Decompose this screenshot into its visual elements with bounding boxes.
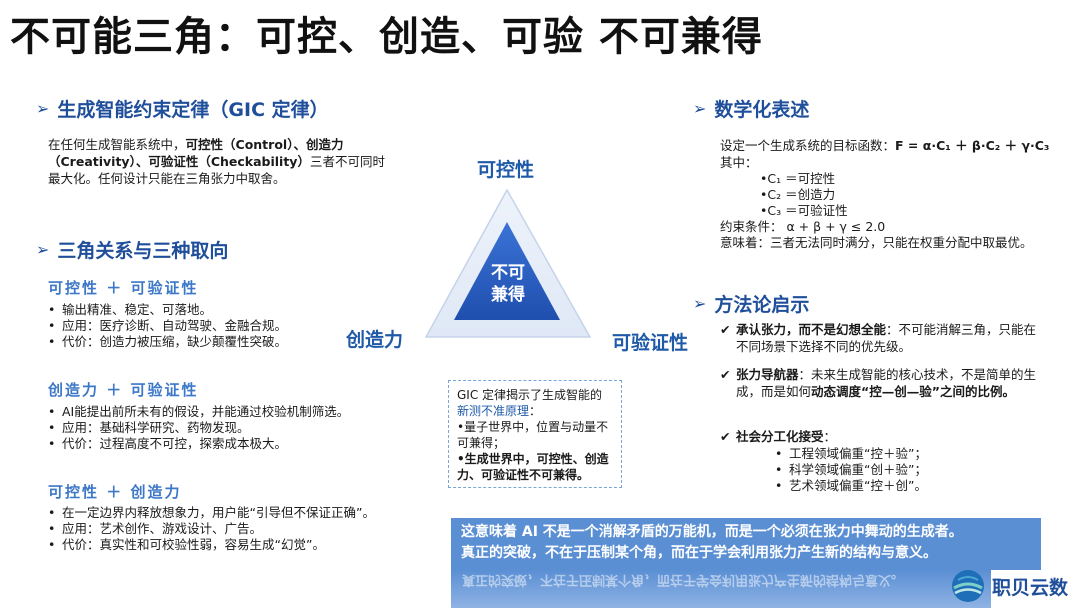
list-item: 应用：基础科学研究、药物发现。 [48,420,393,436]
triangle-inner [454,222,560,320]
method-3-list: 工程领域偏重“控＋验”； 科学领域偏重“创＋验”； 艺术领域偏重“控＋创”。 [775,446,995,494]
banner-line2: 真正的突破，不在于压制某个角，而在于学会利用张力产生新的结构与意义。 [461,545,937,561]
method-3-bold: 社会分工化接受 [736,429,824,444]
method-2-rest: ：未来生成智能的核心技术，不是简单的生成，而是如何 [736,367,1037,399]
triangle-label-left: 创造力 [346,329,404,351]
method-1-bold: 承认张力，而不是幻想全能 [736,322,887,337]
group-title-create-check: 创造力 ＋ 可验证性 [48,381,199,399]
math-def-c2: •C₂ ＝创造力 [760,187,836,202]
method-point-1: ✔ 承认张力，而不是幻想全能：不可能消解三角，只能在不同场景下选择不同的优先级。 [720,321,1040,355]
brand-logo: 职贝云数 [950,568,1068,604]
math-constraint: 约束条件： α + β + γ ≤ 2.0 [720,219,886,234]
list-item: 艺术领域偏重“控＋创”。 [775,478,995,494]
list-item: 输出精准、稳定、可落地。 [48,302,378,318]
method-3-rest: ： [823,429,837,444]
relation-heading-text: 三角关系与三种取向 [57,240,229,262]
group-list-control-create: 在一定边界内释放想象力，用户能“引导但不保证正确”。 应用：艺术创作、游戏设计、… [48,505,393,553]
summary-banner: 这意味着 AI 不是一个消解矛盾的万能机，而是一个必须在张力中舞动的生成者。 真… [451,518,1041,570]
gic-box-colon: ： [529,404,542,418]
group-list-control-check: 输出精准、稳定、可落地。 应用：医疗诊断、自动驾驶、金融合规。 代价：创造力被压… [48,302,378,350]
list-item: 应用：医疗诊断、自动驾驶、金融合规。 [48,318,378,334]
page-title: 不可能三角：可控、创造、可验 不可兼得 [10,14,763,60]
list-item: AI能提出前所未有的假设，并能通过校验机制筛选。 [48,404,393,420]
gic-box-line1: GIC 定律揭示了生成智能的新测不准原理： [457,387,613,419]
triangle-diagram [424,188,592,338]
math-def-c1: •C₁ ＝可控性 [760,171,836,186]
chevron-right-icon: ➢ [36,99,50,118]
math-heading: ➢ 数学化表述 [693,95,809,122]
gic-insight-box: GIC 定律揭示了生成智能的新测不准原理： •量子世界中，位置与动量不可兼得； … [448,380,622,488]
group-title-control-check: 可控性 ＋ 可验证性 [48,279,199,297]
math-intro: 设定一个生成系统的目标函数： [720,138,896,153]
gic-box-text: GIC 定律揭示了生成智能的 [457,388,603,402]
gic-intro: 在任何生成智能系统中，可控性（Control）、创造力（Creativity）、… [48,136,393,187]
list-item: 代价：真实性和可校验性弱，容易生成“幻觉”。 [48,537,393,553]
logo-text: 职贝云数 [992,576,1069,599]
triangle-center-text: 不可兼得 [491,263,525,305]
math-where: 其中： [720,155,758,170]
list-item: 科学领域偏重“创＋验”； [775,462,995,478]
chevron-right-icon: ➢ [693,294,707,313]
gic-heading: ➢ 生成智能约束定律（GIC 定律） [36,95,329,122]
check-icon: ✔ [720,429,731,444]
chevron-right-icon: ➢ [693,99,707,118]
group-title-control-create: 可控性 ＋ 创造力 [48,483,182,501]
method-heading: ➢ 方法论启示 [693,290,809,317]
gic-box-item1: •量子世界中，位置与动量不可兼得； [457,420,609,450]
gic-intro-part2: 三者不可同时最大化。任何设计只能在三角张力中取舍。 [48,154,385,186]
method-heading-text: 方法论启示 [714,294,810,316]
list-item: 工程领域偏重“控＋验”； [775,446,995,462]
gic-intro-bold: 可控性（Control）、创造力（Creativity）、可验证性（Checka… [48,137,344,169]
gic-box-emphasis: 新测不准原理 [457,404,530,418]
method-2-bold2: 动态调度“控—创—验”之间的比例。 [811,384,1015,399]
list-item: 应用：艺术创作、游戏设计、广告。 [48,521,393,537]
list-item: 在一定边界内释放想象力，用户能“引导但不保证正确”。 [48,505,393,521]
check-icon: ✔ [720,322,731,337]
check-icon: ✔ [720,367,731,382]
math-formula: F = α·C₁ ＋ β·C₂ ＋ γ·C₃ [895,138,1050,153]
triangle-label-top: 可控性 [477,159,535,181]
math-meaning: 意味着：三者无法同时满分，只能在权重分配中取最优。 [720,235,1033,250]
list-item: 代价：创造力被压缩，缺少颠覆性突破。 [48,334,378,350]
banner-reflection-text: 真正的突破，不在于压制某个角，而在于学会利用张力产生新的结构与意义。 [462,572,905,587]
gic-box-item2: •生成世界中，可控性、创造力、可验证性不可兼得。 [457,452,609,482]
gic-intro-part1: 在任何生成智能系统中， [48,137,186,152]
group-list-create-check: AI能提出前所未有的假设，并能通过校验机制筛选。 应用：基础科学研究、药物发现。… [48,404,393,452]
list-item: 代价：过程高度不可控，探索成本极大。 [48,436,393,452]
chevron-right-icon: ➢ [36,240,50,259]
math-line1: 设定一个生成系统的目标函数：F = α·C₁ ＋ β·C₂ ＋ γ·C₃ [720,138,1049,154]
method-2-bold: 张力导航器 [736,367,799,382]
method-point-3: ✔ 社会分工化接受： [720,428,1040,445]
method-1-rest: ：不可能消解三角，只能在不同场景下选择不同的优先级。 [736,322,1037,354]
banner-line1: 这意味着 AI 不是一个消解矛盾的万能机，而是一个必须在张力中舞动的生成者。 [461,524,963,540]
banner-reflection [451,570,991,608]
gic-heading-text: 生成智能约束定律（GIC 定律） [57,99,329,121]
globe-logo-icon [952,570,984,602]
method-point-2: ✔ 张力导航器：未来生成智能的核心技术，不是简单的生成，而是如何动态调度“控—创… [720,366,1040,400]
triangle-label-right: 可验证性 [612,332,689,354]
math-heading-text: 数学化表述 [714,99,810,121]
relation-heading: ➢ 三角关系与三种取向 [36,236,228,263]
math-def-c3: •C₃ ＝可验证性 [760,203,848,218]
